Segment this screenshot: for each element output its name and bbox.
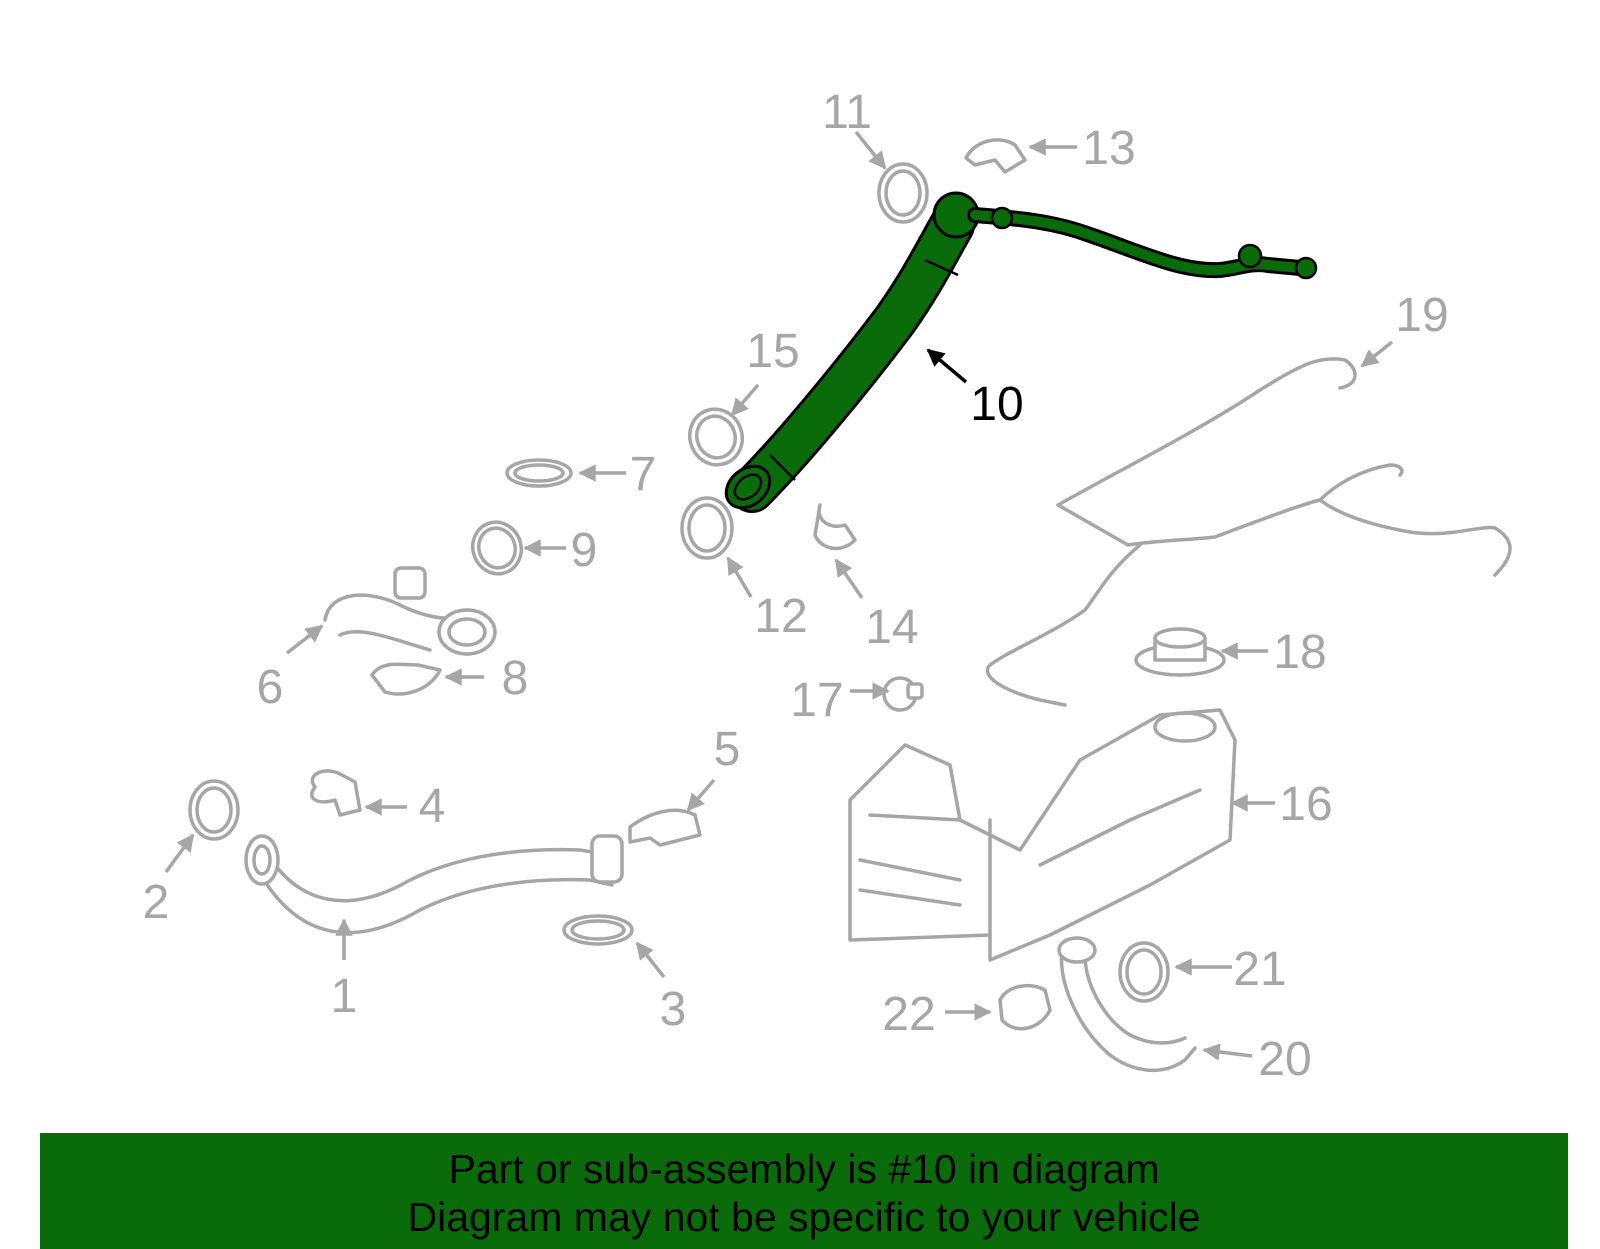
part-8-clip[interactable] <box>370 662 442 696</box>
callout-4: 4 <box>419 780 446 833</box>
part-13-clip[interactable] <box>964 138 1027 174</box>
part-20-hose[interactable] <box>1057 936 1197 1073</box>
callout-3: 3 <box>660 983 687 1036</box>
part-2-seal-ring[interactable] <box>188 779 240 841</box>
part-17-cap-fastener[interactable] <box>882 676 924 712</box>
callout-14: 14 <box>865 601 918 654</box>
part-12-seal-ring[interactable] <box>680 496 734 560</box>
banner-line-part-number: Part or sub-assembly is #10 in diagram <box>448 1146 1160 1192</box>
part-7-seal-ring[interactable] <box>505 458 573 488</box>
part-11-seal-ring[interactable] <box>877 162 929 224</box>
callout-12: 12 <box>754 590 807 643</box>
callout-10: 10 <box>970 378 1023 431</box>
part-18-cap[interactable] <box>1134 627 1226 677</box>
part-5-clip[interactable] <box>628 808 702 847</box>
part-9-hose-clamp[interactable] <box>466 515 529 580</box>
part-21-seal-ring[interactable] <box>1118 941 1170 1003</box>
callout-7: 7 <box>630 448 657 501</box>
callout-19: 19 <box>1395 289 1448 342</box>
part-16-reservoir-tank[interactable] <box>848 708 1237 962</box>
part-3-seal-ring[interactable] <box>562 914 634 946</box>
leader-lines <box>164 130 1394 1061</box>
callout-5: 5 <box>714 723 741 776</box>
callout-15: 15 <box>746 325 799 378</box>
info-banner: Part or sub-assembly is #10 in diagram D… <box>40 1133 1568 1249</box>
callout-13: 13 <box>1082 122 1135 175</box>
callout-18: 18 <box>1273 626 1326 679</box>
callout-1: 1 <box>331 970 358 1023</box>
part-6-hose-connector[interactable] <box>323 566 497 656</box>
part-10-filler-tube[interactable] <box>718 191 1318 516</box>
part-15-hose-clamp[interactable] <box>682 402 750 472</box>
callout-16: 16 <box>1279 778 1332 831</box>
part-4-clip[interactable] <box>310 769 362 817</box>
callout-20: 20 <box>1258 1033 1311 1086</box>
callout-6: 6 <box>257 661 284 714</box>
callout-21: 21 <box>1233 943 1286 996</box>
callout-9: 9 <box>571 524 598 577</box>
part-14-clip[interactable] <box>813 503 857 551</box>
part-1-hose[interactable] <box>244 834 624 935</box>
callout-22: 22 <box>882 988 935 1041</box>
callout-11: 11 <box>822 86 872 139</box>
callout-8: 8 <box>502 652 529 705</box>
part-19-vent-lines[interactable] <box>985 357 1512 707</box>
banner-line-disclaimer: Diagram may not be specific to your vehi… <box>407 1194 1201 1240</box>
callout-17: 17 <box>790 674 843 727</box>
part-22-clip[interactable] <box>998 983 1052 1031</box>
callout-2: 2 <box>143 876 170 929</box>
